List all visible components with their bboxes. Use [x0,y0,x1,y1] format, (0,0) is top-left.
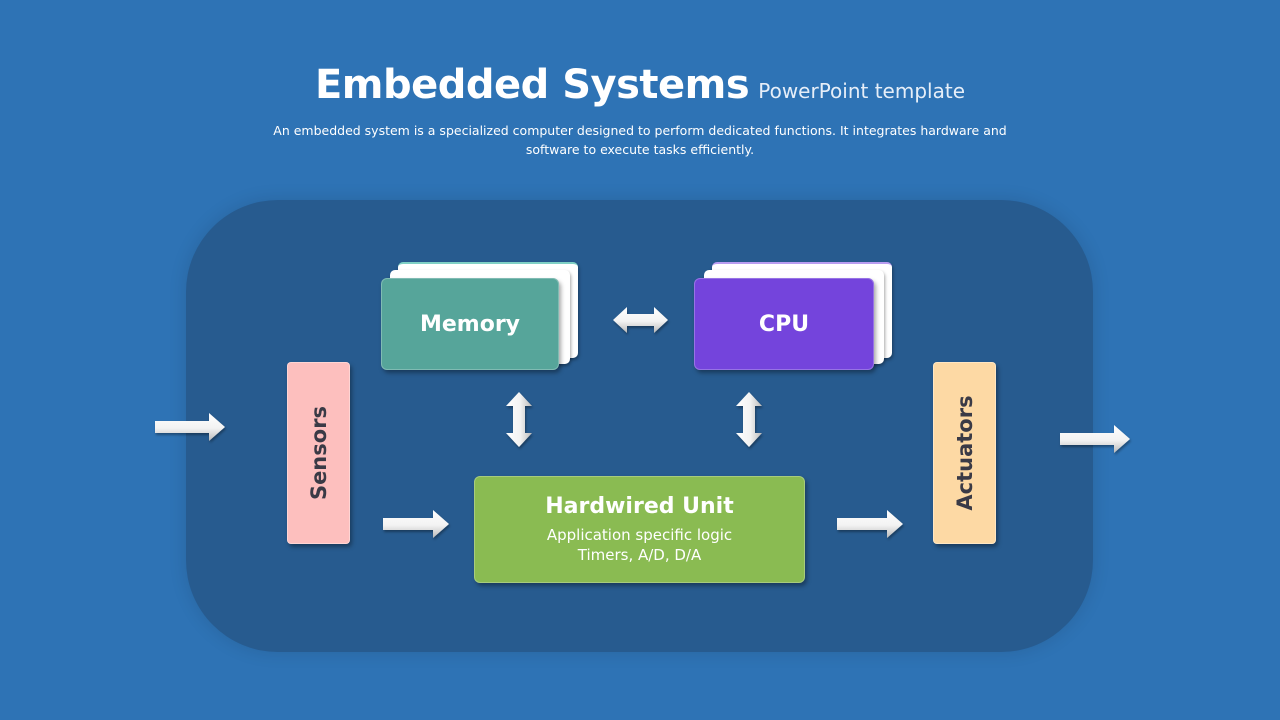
output-arrow-icon [1060,425,1130,453]
title-line: Embedded Systems PowerPoint template [0,62,1280,108]
hardwired-unit-box: Hardwired Unit Application specific logi… [474,476,805,583]
page-title: Embedded Systems [314,62,750,108]
page-subtitle: PowerPoint template [758,79,966,103]
hardwired-unit-label: Hardwired Unit [545,494,734,519]
memory-box: Memory [381,278,559,370]
memory-hardwired-double-arrow-icon [506,392,532,447]
header: Embedded Systems PowerPoint template [0,62,1280,108]
input-arrow-icon [155,413,225,441]
cpu-box: CPU [694,278,874,370]
sensors-to-hardwired-arrow-icon [383,510,449,538]
hardwired-to-actuators-arrow-icon [837,510,903,538]
hardwired-unit-line-1: Application specific logic [546,526,733,544]
page-description: An embedded system is a specialized comp… [273,123,1007,157]
memory-cpu-double-arrow-icon [613,307,668,333]
hardwired-unit-line-2: Timers, A/D, D/A [577,546,702,564]
sensors-box: Sensors [287,362,350,544]
actuators-box: Actuators [933,362,996,544]
cpu-label: CPU [758,311,810,337]
cpu-hardwired-double-arrow-icon [736,392,762,447]
memory-label: Memory [419,311,521,337]
